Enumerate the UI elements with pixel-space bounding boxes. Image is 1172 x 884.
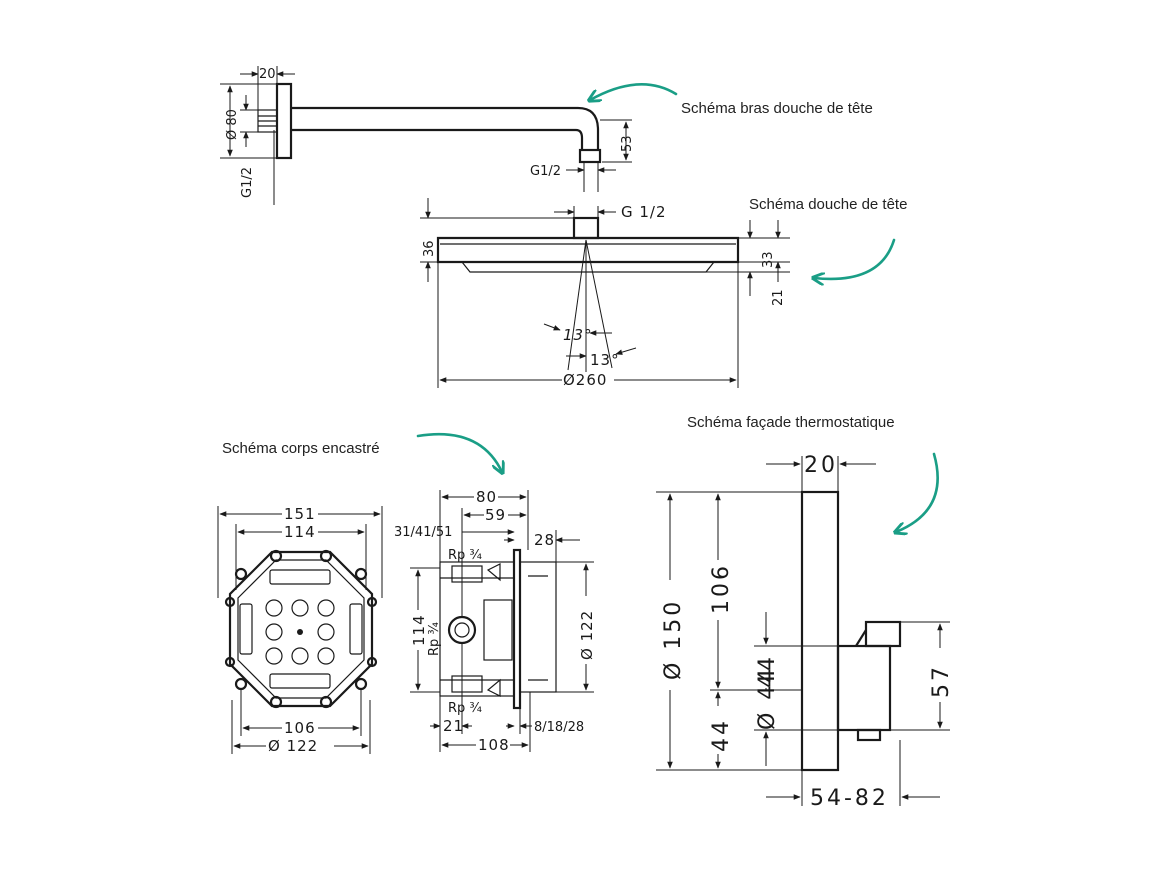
body-dim-59: 59 [485, 506, 506, 524]
side-plate [512, 548, 522, 710]
body-dim-28: 28 [534, 531, 555, 549]
body-dim-21: 21 [443, 717, 464, 735]
body-screw-holes [224, 549, 378, 709]
arm-dim-53: 53 [620, 135, 635, 152]
caption-shower-head: Schéma douche de tête [749, 196, 908, 213]
arrow-to-trim [896, 452, 939, 532]
body-rp-top: Rp ¾ [448, 548, 482, 563]
head-dim-33: 33 [761, 251, 776, 268]
body-dim-106: 106 [284, 719, 316, 737]
caption-thermostat-trim: Schéma façade thermostatique [687, 414, 895, 431]
body-dim-8-18-28: 8/18/28 [534, 720, 584, 735]
trim-dim-44-diameter: Ø 44 [755, 666, 780, 730]
arrow-to-body [416, 432, 502, 472]
arm-dim-g12-bottom: G1/2 [530, 164, 561, 179]
trim-plate [800, 490, 840, 772]
trim-dim-106: 106 [709, 563, 734, 614]
pointer-arrows [416, 83, 939, 532]
spray-line-left [567, 239, 587, 371]
spray-line-right [585, 239, 613, 369]
shower-arm-drawing: 20 Ø 80 G1/2 53 G1/2 [220, 66, 635, 205]
mounting-body-side: 80 59 31/41/51 28 Rp ¾ Rp ¾ Rp ¾ 114 Ø 1… [394, 488, 596, 754]
shower-head-drawing: G 1/2 36 33 21 13° 13° Ø260 [420, 198, 790, 389]
body-dim-108: 108 [478, 736, 510, 754]
trim-dim-150: Ø 150 [661, 599, 686, 680]
body-dim-122-side: Ø 122 [578, 610, 596, 660]
head-connector [572, 216, 600, 240]
body-dim-151: 151 [284, 505, 316, 523]
mounting-body-front: 151 114 106 Ø 122 [217, 505, 383, 755]
body-dim-114-top: 114 [284, 523, 316, 541]
trim-handle-body [836, 644, 892, 732]
head-dim-g12: G 1/2 [621, 203, 667, 221]
trim-dim-20: 20 [804, 453, 838, 478]
arm-dim-20: 20 [259, 67, 276, 82]
body-dim-114-side: 114 [410, 614, 428, 646]
arm-wall-plate [275, 82, 293, 160]
trim-dim-44-upper: 44 [755, 654, 780, 688]
side-cover [519, 561, 557, 693]
side-port [447, 615, 477, 645]
body-rp-mid: Rp ¾ [427, 622, 442, 656]
trim-handle-foot [856, 728, 882, 742]
head-dim-36: 36 [422, 240, 437, 257]
body-rp-bottom: Rp ¾ [448, 701, 482, 716]
trim-handle-top [864, 620, 902, 648]
arm-outlet [578, 148, 602, 164]
trim-dim-54-82: 54-82 [810, 786, 889, 811]
caption-shower-arm: Schéma bras douche de tête [681, 100, 873, 117]
arm-tube-bottom [291, 128, 584, 150]
arm-dim-80: Ø 80 [225, 109, 240, 140]
head-nozzle-plate [461, 261, 715, 273]
thermostat-trim-drawing: 20 Ø 150 106 44 Ø 44 44 57 [656, 453, 954, 811]
arrow-to-head [814, 238, 896, 279]
trim-dim-57: 57 [929, 664, 954, 698]
arm-dim-g12-left: G1/2 [240, 167, 255, 198]
head-dim-21: 21 [771, 289, 786, 306]
head-dim-260: Ø260 [563, 371, 607, 389]
caption-mounting-body: Schéma corps encastré [222, 440, 380, 457]
trim-dim-44-lower: 44 [709, 718, 734, 752]
body-dim-80: 80 [476, 488, 497, 506]
head-angle-2: 13° [590, 351, 620, 369]
head-angle-1: 13° [563, 326, 593, 344]
body-dim-31-41-51: 31/41/51 [394, 525, 452, 540]
arm-tube-top [291, 106, 600, 150]
arrow-to-arm [590, 83, 678, 100]
body-octagon [228, 550, 374, 708]
body-ports [265, 599, 335, 665]
body-dim-122: Ø 122 [268, 737, 318, 755]
